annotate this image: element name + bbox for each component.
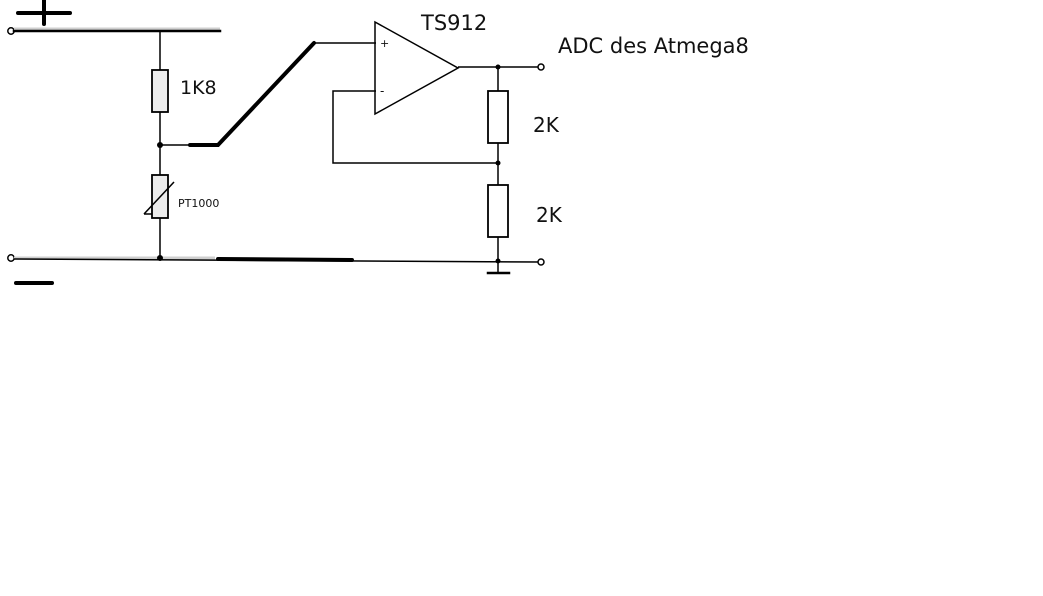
resistor-2k-top (487, 90, 509, 144)
ground-rail-wire (13, 256, 541, 263)
output-ground-terminal (537, 258, 545, 266)
sense-wire (160, 41, 376, 147)
resistor-2k-bottom (487, 184, 509, 238)
output-terminal (537, 63, 545, 71)
junction-dot-feedback (495, 160, 501, 166)
plus-supply-symbol (16, 0, 72, 26)
opamp-minus-label: - (380, 84, 384, 98)
top-rail-wire (12, 27, 222, 33)
resistor-1k8 (151, 69, 169, 113)
opamp-plus-label: + (380, 37, 389, 50)
output-label: ADC des Atmega8 (558, 34, 749, 58)
resistor-1k8-label: 1K8 (180, 77, 217, 99)
resistor-2k-bottom-label: 2K (536, 203, 563, 227)
resistor-2k-top-label: 2K (533, 113, 560, 137)
feedback-wire (332, 90, 498, 164)
pt1000-label: PT1000 (178, 197, 219, 210)
opamp-symbol (374, 20, 460, 116)
junction-dot-ground-right (495, 258, 501, 264)
negative-input-terminal (7, 254, 15, 262)
opamp-label: TS912 (420, 11, 487, 35)
junction-dot-ground-left (157, 255, 163, 261)
thermistor-slash-icon (143, 181, 175, 215)
